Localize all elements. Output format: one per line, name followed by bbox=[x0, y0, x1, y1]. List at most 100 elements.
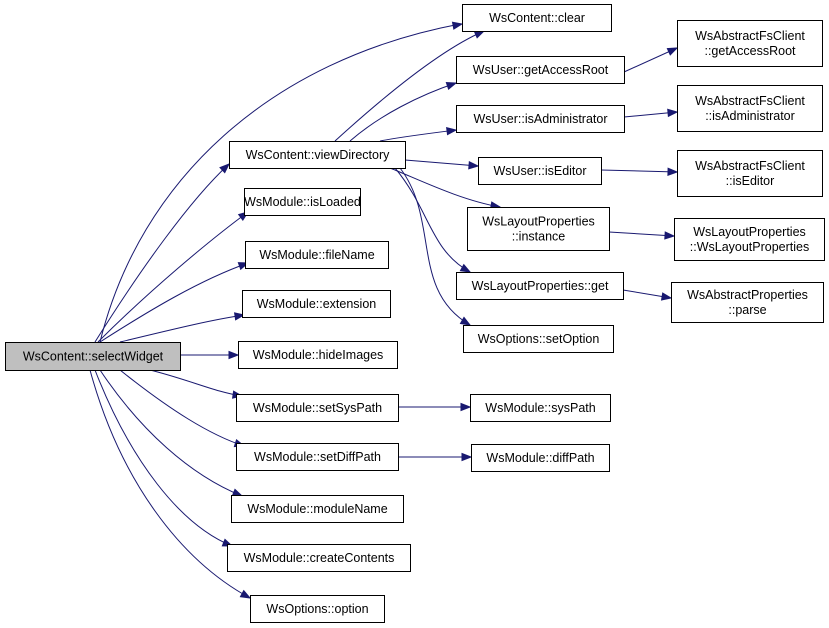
edge-arrowhead bbox=[228, 350, 240, 360]
node-label: WsContent::clear bbox=[489, 11, 585, 25]
node-box[interactable] bbox=[5, 342, 181, 371]
node-hide-images[interactable]: WsModule::hideImages bbox=[238, 341, 398, 369]
node-label: WsModule::diffPath bbox=[486, 451, 594, 465]
node-box[interactable] bbox=[244, 188, 361, 216]
call-edge bbox=[99, 23, 461, 343]
node-box[interactable] bbox=[456, 272, 624, 300]
call-edge bbox=[394, 167, 471, 273]
node-box[interactable] bbox=[229, 141, 406, 169]
edge-arrowhead bbox=[664, 231, 676, 240]
node-label: WsUser::getAccessRoot bbox=[473, 63, 609, 77]
node-label: WsUser::isEditor bbox=[493, 164, 586, 178]
edge-arrowhead bbox=[667, 108, 679, 118]
call-edge bbox=[97, 211, 249, 343]
node-label: WsOptions::option bbox=[266, 602, 368, 616]
node-label: ::WsLayoutProperties bbox=[690, 240, 810, 254]
node-label: ::instance bbox=[512, 230, 566, 244]
node-view-directory[interactable]: WsContent::viewDirectory bbox=[229, 141, 406, 169]
call-edge bbox=[389, 167, 501, 208]
call-edge bbox=[94, 163, 230, 343]
edge-arrowhead bbox=[460, 402, 472, 412]
node-box[interactable] bbox=[478, 157, 602, 185]
node-box[interactable] bbox=[245, 241, 389, 269]
node-option[interactable]: WsOptions::option bbox=[250, 595, 385, 623]
node-box[interactable] bbox=[236, 394, 399, 422]
node-sys-path[interactable]: WsModule::sysPath bbox=[470, 394, 611, 422]
node-box[interactable] bbox=[236, 443, 399, 471]
node-label: WsOptions::setOption bbox=[478, 332, 600, 346]
call-edge bbox=[149, 369, 243, 397]
edge-arrowhead bbox=[461, 452, 473, 462]
node-box[interactable] bbox=[677, 150, 823, 197]
node-box[interactable] bbox=[242, 290, 391, 318]
node-is-administrator[interactable]: WsUser::isAdministrator bbox=[456, 105, 625, 133]
node-label: WsModule::fileName bbox=[259, 248, 374, 262]
node-layout-ctor[interactable]: WsLayoutProperties::WsLayoutProperties bbox=[674, 218, 825, 261]
call-edge bbox=[119, 369, 245, 447]
call-nodes: WsContent::selectWidget WsContent::clearW… bbox=[5, 4, 825, 623]
node-label: WsModule::setDiffPath bbox=[254, 450, 381, 464]
node-is-editor[interactable]: WsUser::isEditor bbox=[478, 157, 602, 185]
node-box[interactable] bbox=[677, 85, 823, 132]
node-set-diff-path[interactable]: WsModule::setDiffPath bbox=[236, 443, 399, 471]
call-edge bbox=[94, 369, 233, 547]
node-label: WsModule::hideImages bbox=[253, 348, 384, 362]
call-edges bbox=[89, 21, 679, 599]
node-label: ::isEditor bbox=[726, 174, 775, 188]
node-label: WsAbstractFsClient bbox=[695, 94, 805, 108]
call-edge bbox=[99, 262, 249, 343]
node-set-option[interactable]: WsOptions::setOption bbox=[463, 325, 614, 353]
node-box[interactable] bbox=[674, 218, 825, 261]
node-box[interactable] bbox=[456, 105, 625, 133]
node-label: WsLayoutProperties bbox=[693, 225, 806, 239]
node-file-name[interactable]: WsModule::fileName bbox=[245, 241, 389, 269]
node-fs-get-access-root[interactable]: WsAbstractFsClient::getAccessRoot bbox=[677, 20, 823, 67]
node-label: WsUser::isAdministrator bbox=[473, 112, 607, 126]
call-edge bbox=[623, 47, 678, 73]
edge-arrowhead bbox=[473, 30, 486, 39]
edge-arrowhead bbox=[459, 263, 472, 273]
edge-arrowhead bbox=[667, 167, 679, 176]
node-box[interactable] bbox=[231, 495, 404, 523]
node-extension[interactable]: WsModule::extension bbox=[242, 290, 391, 318]
node-box[interactable] bbox=[250, 595, 385, 623]
node-label: WsModule::extension bbox=[257, 297, 377, 311]
node-label: ::parse bbox=[728, 303, 766, 317]
node-layout-get[interactable]: WsLayoutProperties::get bbox=[456, 272, 624, 300]
node-box[interactable] bbox=[227, 544, 411, 572]
node-clear[interactable]: WsContent::clear bbox=[462, 4, 612, 32]
node-create-contents[interactable]: WsModule::createContents bbox=[227, 544, 411, 572]
node-is-loaded[interactable]: WsModule::isLoaded bbox=[244, 188, 361, 216]
node-module-name[interactable]: WsModule::moduleName bbox=[231, 495, 404, 523]
call-edge bbox=[89, 369, 251, 599]
node-box[interactable] bbox=[456, 56, 625, 84]
node-fs-is-administrator[interactable]: WsAbstractFsClient::isAdministrator bbox=[677, 85, 823, 132]
edge-arrowhead bbox=[451, 21, 464, 30]
edge-arrowhead bbox=[666, 47, 679, 56]
edge-arrowhead bbox=[660, 292, 673, 301]
edge-arrowhead bbox=[233, 312, 246, 321]
edge-arrowhead bbox=[468, 161, 480, 170]
node-box[interactable] bbox=[677, 20, 823, 67]
node-box[interactable] bbox=[671, 282, 824, 323]
node-box[interactable] bbox=[462, 4, 612, 32]
node-diff-path[interactable]: WsModule::diffPath bbox=[471, 444, 610, 472]
call-edge bbox=[334, 30, 485, 142]
node-box[interactable] bbox=[463, 325, 614, 353]
call-edge bbox=[608, 231, 675, 237]
node-get-access-root[interactable]: WsUser::getAccessRoot bbox=[456, 56, 625, 84]
node-box[interactable] bbox=[467, 207, 610, 251]
node-box[interactable] bbox=[471, 444, 610, 472]
node-box[interactable] bbox=[238, 341, 398, 369]
edge-arrowhead bbox=[239, 589, 252, 599]
node-fs-parse[interactable]: WsAbstractProperties::parse bbox=[671, 282, 824, 323]
node-box[interactable] bbox=[470, 394, 611, 422]
node-label: WsLayoutProperties::get bbox=[472, 279, 609, 293]
node-set-sys-path[interactable]: WsModule::setSysPath bbox=[236, 394, 399, 422]
node-layout-instance[interactable]: WsLayoutProperties::instance bbox=[467, 207, 610, 251]
node-label: WsModule::sysPath bbox=[485, 401, 596, 415]
node-fs-is-editor[interactable]: WsAbstractFsClient::isEditor bbox=[677, 150, 823, 197]
node-label: ::getAccessRoot bbox=[704, 44, 796, 58]
node-root[interactable]: WsContent::selectWidget bbox=[5, 342, 181, 371]
